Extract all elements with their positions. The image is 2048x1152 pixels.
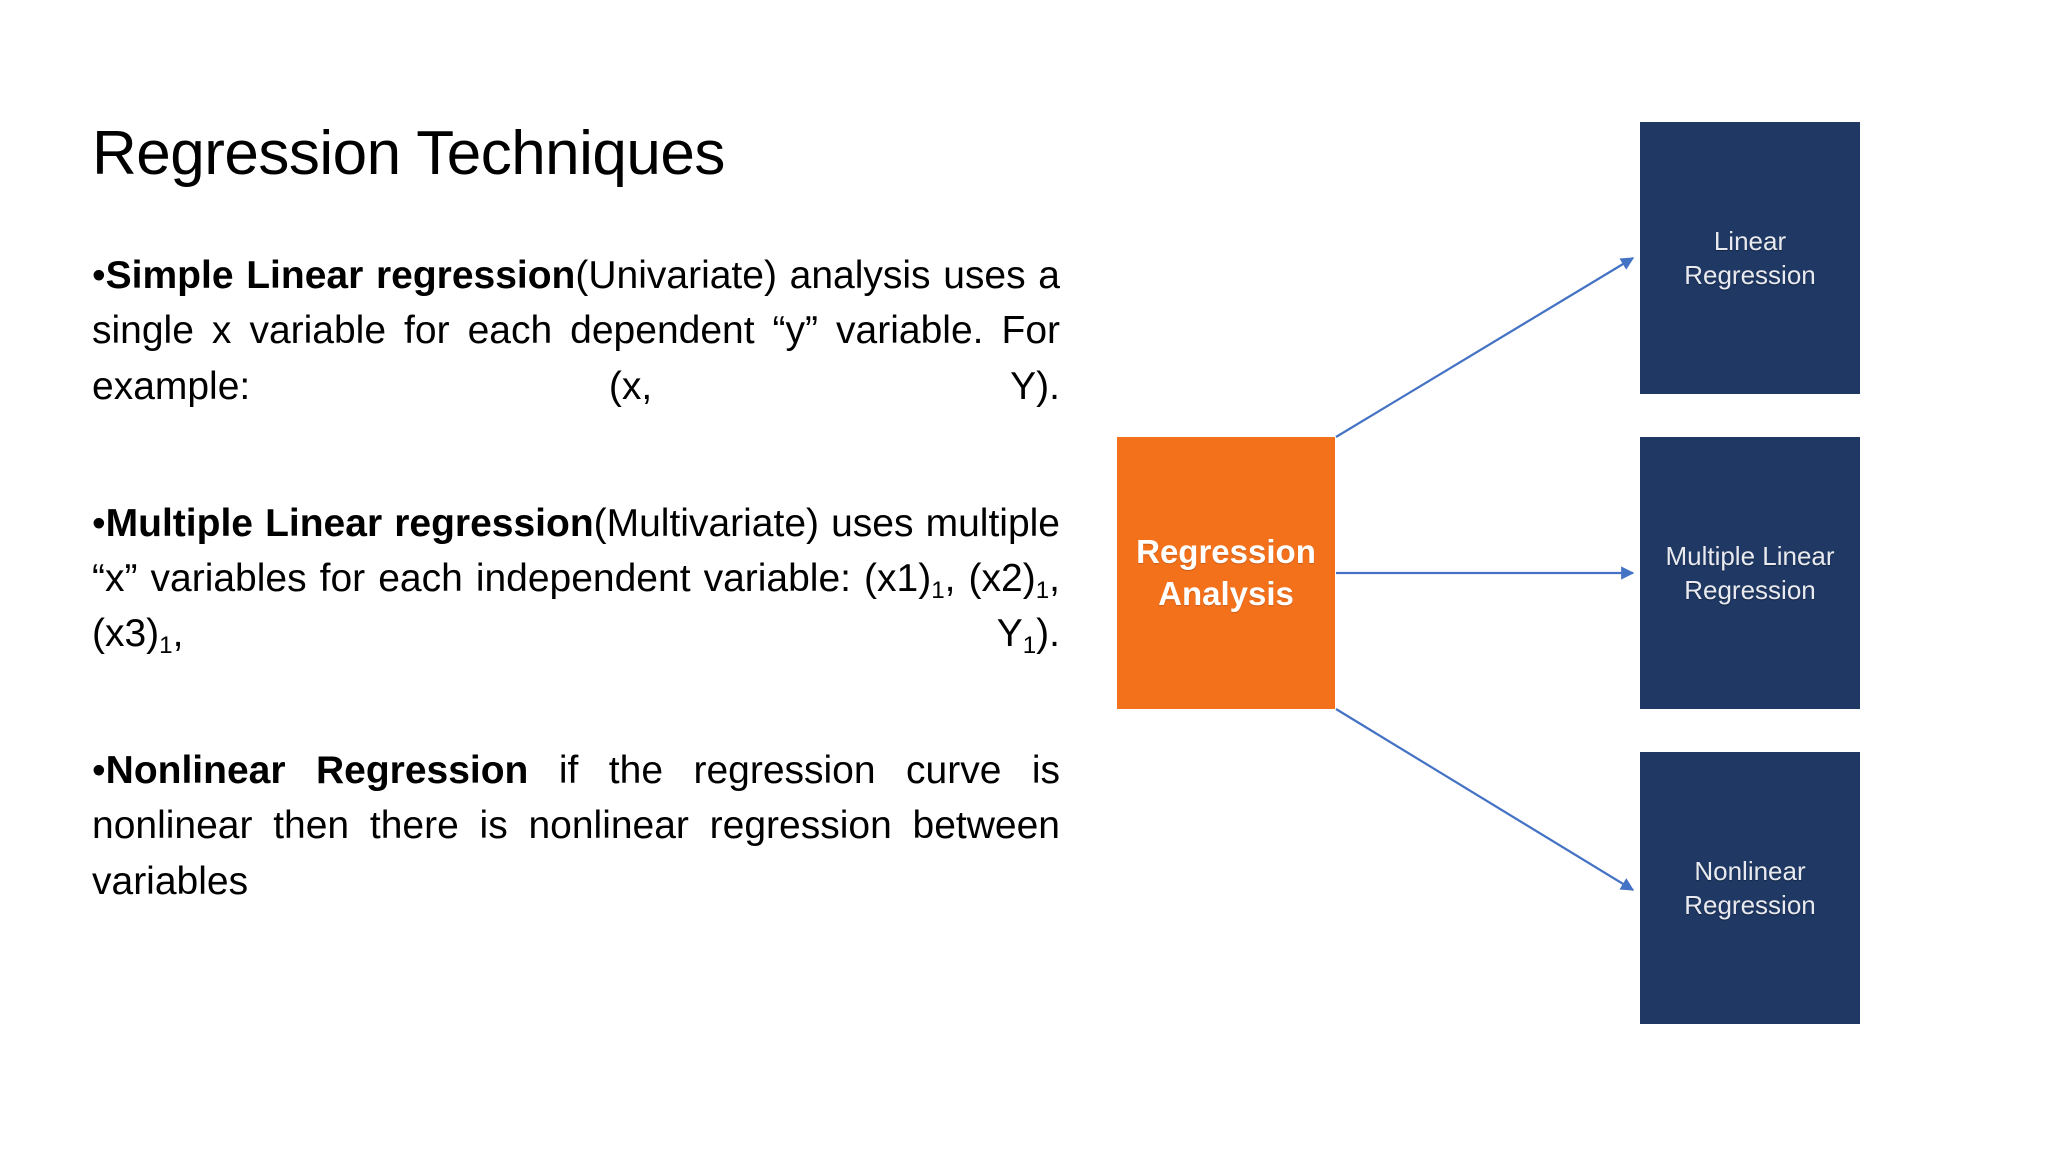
bullet-paragraph-2: •Multiple Linear regression(Multivariate… xyxy=(92,496,1060,718)
bullet-marker-1: • xyxy=(92,254,106,297)
subscript-y: 1 xyxy=(1022,632,1037,660)
bullet-body-2c: , (x3) xyxy=(92,556,1060,656)
page-title: Regression Techniques xyxy=(92,118,725,188)
body-text-column: •Simple Linear regression(Univariate) an… xyxy=(92,248,1060,965)
node-nonlinear-regression[interactable]: Nonlinear Regression xyxy=(1640,752,1860,1024)
node-multiple-linear-regression-label: Multiple Linear Regression xyxy=(1665,540,1835,605)
subscript-x2: 1 xyxy=(1035,576,1050,604)
node-regression-analysis[interactable]: Regression Analysis xyxy=(1117,437,1335,709)
bullet-body-1: (Univariate) analysis uses a single x va… xyxy=(92,254,1060,408)
bullet-body-3: if the regression curve is nonlinear the… xyxy=(92,749,1061,903)
bullet-marker-3: • xyxy=(92,749,106,792)
connector-to-linear xyxy=(1335,257,1635,438)
bullet-lead-3: Nonlinear Regression xyxy=(105,749,529,792)
node-multiple-linear-regression[interactable]: Multiple Linear Regression xyxy=(1640,437,1860,709)
bullet-marker-2: • xyxy=(92,501,106,545)
bullet-paragraph-3: •Nonlinear Regression if the regression … xyxy=(92,743,1060,965)
bullet-body-2d: , Y xyxy=(172,612,1023,656)
bullet-paragraph-1: •Simple Linear regression(Univariate) an… xyxy=(92,248,1060,470)
connector-to-nonlinear xyxy=(1335,708,1635,891)
bullet-lead-2: Multiple Linear regression xyxy=(105,501,594,545)
regression-flowchart: Regression Analysis Linear Regression Mu… xyxy=(1080,100,1980,1040)
bullet-lead-1: Simple Linear regression xyxy=(105,254,576,297)
node-linear-regression[interactable]: Linear Regression xyxy=(1640,122,1860,394)
bullet-body-2e: ). xyxy=(1036,612,1060,656)
subscript-x3: 1 xyxy=(159,632,173,660)
node-linear-regression-label: Linear Regression xyxy=(1684,225,1816,290)
bullet-body-2b: , (x2) xyxy=(944,556,1036,600)
subscript-x1: 1 xyxy=(931,576,945,604)
node-nonlinear-regression-label: Nonlinear Regression xyxy=(1684,855,1816,920)
node-regression-analysis-label: Regression Analysis xyxy=(1136,532,1316,612)
bullet-body-2a: (Multivariate) uses multiple “x” variabl… xyxy=(92,501,1060,600)
